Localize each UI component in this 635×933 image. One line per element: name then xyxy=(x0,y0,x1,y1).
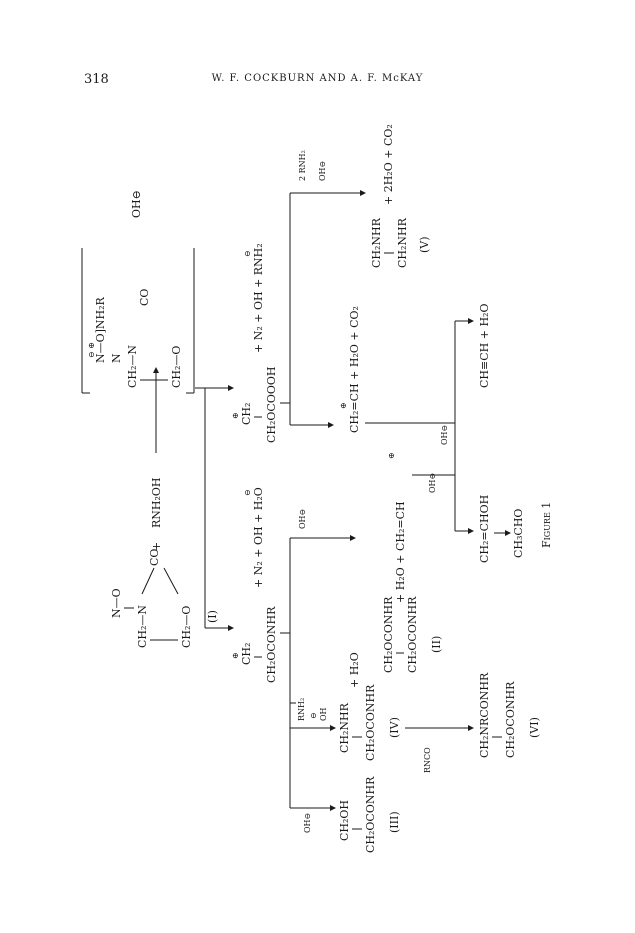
intermediate-counterion: OH⊖ xyxy=(130,190,143,218)
product-ii-label: (II) xyxy=(430,636,443,653)
upper-branch-reagent1: 2 RNH₂ xyxy=(298,150,307,181)
lower-products: + N₂ + OH + H₂O xyxy=(252,487,265,588)
intermediate-ring-left: CH₂—N xyxy=(126,345,139,388)
intermediate-ring-co: CO xyxy=(138,289,151,306)
running-head: W. F. COCKBURN AND A. F. McKAY xyxy=(211,73,424,84)
arrowhead xyxy=(350,535,356,541)
reagent-rnh2oh: RNH₂OH xyxy=(150,477,163,528)
branch-iv-reagent1: RNH₂ xyxy=(297,698,306,721)
upper-oh-charge: ⊖ xyxy=(243,250,252,257)
lower-chain: CH₂OCONHR xyxy=(265,606,278,683)
reactant-ring-left: CH₂—N xyxy=(136,605,149,648)
product-iii-label: (III) xyxy=(388,811,401,833)
branch-iv-reagent2: ⊖ xyxy=(309,712,318,719)
product-vi-line2: CH₂OCONHR xyxy=(504,681,517,758)
upper-ch2: CH₂ xyxy=(240,403,253,425)
arrowhead xyxy=(153,367,159,373)
reactant-ring-co: CO xyxy=(148,549,161,566)
bond-line xyxy=(141,567,155,595)
arrowhead xyxy=(468,528,474,534)
enol: CH₂=CHOH xyxy=(478,495,491,563)
arrowhead xyxy=(468,318,474,324)
arrowhead xyxy=(330,725,336,731)
branch-vi-reagent: RNCO xyxy=(423,747,432,773)
page-header: 318 W. F. COCKBURN AND A. F. McKAY xyxy=(58,72,577,92)
product-iv-line2: CH₂OCONHR xyxy=(364,684,377,761)
plus-sign: + xyxy=(150,542,163,551)
arrowhead xyxy=(505,530,511,536)
product-iv-line1: CH₂NHR xyxy=(338,702,351,753)
lower-plus-charge: ⊕ xyxy=(231,652,240,659)
product-iv-extra: + H₂O xyxy=(348,652,361,688)
reactant-I: N—O CH₂—N CO CH₂—O (I) xyxy=(110,549,219,648)
intermediate-no: N—O]NH₂R xyxy=(94,296,107,363)
branch-iv-reagent3: OH xyxy=(319,707,328,721)
lower-oh-charge: ⊖ xyxy=(243,489,252,496)
arrowhead xyxy=(468,725,474,731)
intermediate-ring-bottom: CH₂—O xyxy=(170,346,183,388)
arrowhead xyxy=(330,805,336,811)
vinyl-upper: CH₂=CH + H₂O + CO₂ xyxy=(348,306,361,433)
arrowhead xyxy=(228,385,234,391)
intermediate-complex: ⊖ ⊕ N—O]NH₂R N CH₂—N CO CH₂—O OH⊖ xyxy=(81,190,195,394)
lower-branch-reagent: OH⊖ xyxy=(298,509,307,529)
upper-plus-charge: ⊕ xyxy=(231,412,240,419)
product-iv-label: (IV) xyxy=(388,717,401,738)
acetylene: CH≡CH + H₂O xyxy=(478,304,491,388)
figure-caption: Figure 1 xyxy=(540,502,553,548)
reactant-nitroso: N—O xyxy=(110,588,123,618)
product-v-line1: CH₂NHR xyxy=(370,217,383,268)
intermediate-n: N xyxy=(110,353,123,363)
product-ii-plus: ⊕ xyxy=(387,452,396,459)
branch-iii-reagent: OH⊖ xyxy=(303,813,312,833)
product-ii-extra: + H₂O + CH₂=CH xyxy=(394,501,407,603)
product-ii-line1: CH₂OCONHR xyxy=(382,596,395,673)
oh-label-upper: OH⊖ xyxy=(440,425,449,445)
product-ii-line2: CH₂OCONHR xyxy=(406,596,419,673)
upper-chain: CH₂OCOOOH xyxy=(265,366,278,443)
reactant-label: (I) xyxy=(206,610,219,623)
upper-branch-reagent2: OH⊖ xyxy=(318,161,327,181)
product-v-line2: CH₂NHR xyxy=(396,217,409,268)
product-v-label: (V) xyxy=(418,236,431,253)
oh-label-mid: OH⊖ xyxy=(428,473,437,493)
page-number: 318 xyxy=(84,72,109,87)
bond-line xyxy=(163,567,179,595)
reactant-ring-bottom: CH₂—O xyxy=(180,606,193,648)
product-vi-label: (VI) xyxy=(528,717,541,738)
upper-products: + N₂ + OH + RNH₂ xyxy=(252,243,265,353)
product-vi-line1: CH₂NRCONHR xyxy=(478,672,491,758)
product-v-extra: + 2H₂O + CO₂ xyxy=(382,124,395,205)
acetaldehyde: CH₃CHO xyxy=(512,509,525,558)
arrowhead xyxy=(228,625,234,631)
intermediate-charges: ⊖ ⊕ xyxy=(87,342,96,358)
arrowhead xyxy=(360,190,366,196)
arrowhead xyxy=(328,422,334,428)
vinyl-plus: ⊕ xyxy=(339,402,348,409)
product-iii-line2: CH₂OCONHR xyxy=(364,776,377,853)
lower-ch2: CH₂ xyxy=(240,643,253,665)
product-iii-line1: CH₂OH xyxy=(338,800,351,841)
